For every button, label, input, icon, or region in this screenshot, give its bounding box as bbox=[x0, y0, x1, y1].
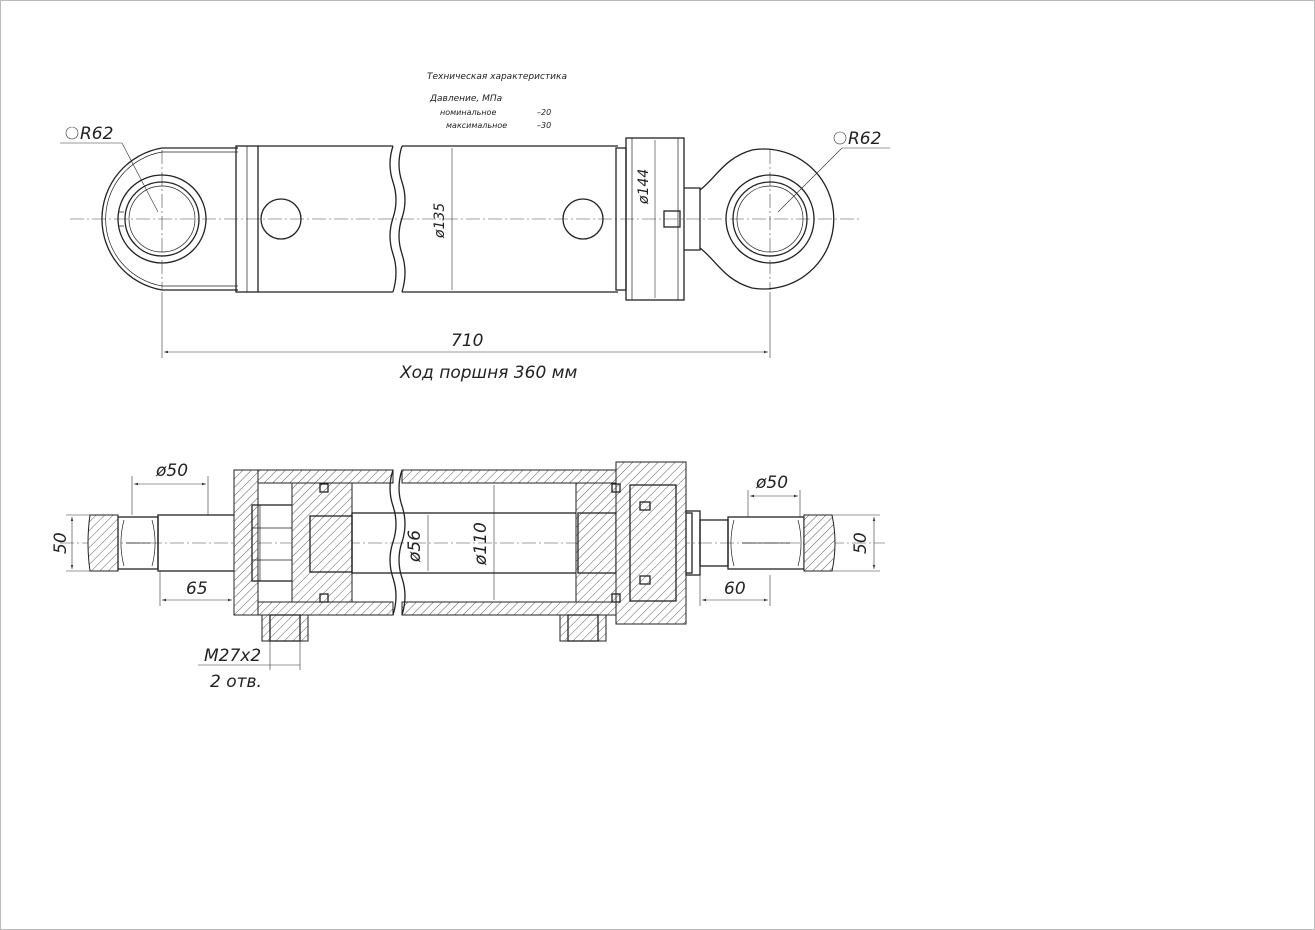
right-offset: 60 bbox=[724, 579, 746, 599]
technical-spec: Техническая характеристика Давление, МПа… bbox=[427, 72, 567, 130]
bore-diameter: ø110 bbox=[471, 522, 491, 566]
spec-pressure-label: Давление, МПа bbox=[429, 94, 502, 104]
left-eye-width: 50 bbox=[51, 532, 71, 554]
rod-diameter: ø56 bbox=[405, 530, 425, 563]
right-eye-radius: R62 bbox=[848, 129, 881, 149]
left-bore-diameter: ø50 bbox=[155, 461, 188, 481]
spec-row-label-max: максимальное bbox=[446, 121, 507, 130]
spec-row-value-nominal: –20 bbox=[537, 108, 551, 117]
body-diameter: ø135 bbox=[432, 203, 448, 239]
overall-length: 710 bbox=[451, 331, 483, 351]
left-eye-radius: R62 bbox=[80, 124, 113, 144]
port-thread: M27x2 bbox=[204, 646, 261, 666]
section-view: ø50 ø50 50 50 65 60 ø56 ø110 M27x2 bbox=[51, 461, 885, 692]
spec-row-value-max: –30 bbox=[537, 121, 551, 130]
spec-row-label-nominal: номинальное bbox=[440, 108, 496, 117]
port-count: 2 отв. bbox=[210, 672, 262, 692]
stroke-caption: Ход поршня 360 мм bbox=[399, 363, 577, 383]
left-offset: 65 bbox=[186, 579, 208, 599]
top-view: R62 R62 ø135 ø144 710 Ход поршня 360 мм bbox=[60, 124, 890, 383]
head-diameter: ø144 bbox=[636, 169, 652, 205]
right-bore-diameter: ø50 bbox=[755, 473, 788, 493]
spec-title: Техническая характеристика bbox=[427, 72, 567, 82]
right-eye-width: 50 bbox=[851, 532, 871, 554]
